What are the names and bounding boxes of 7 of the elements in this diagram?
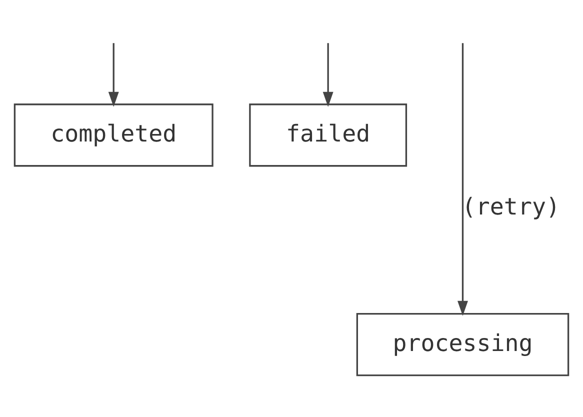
arrow (322, 43, 334, 107)
node-box: processing (356, 313, 570, 376)
arrow (108, 43, 119, 107)
node-box: completed (14, 104, 214, 167)
node-box: failed (249, 104, 408, 167)
edge-label: (retry) (462, 193, 560, 220)
arrow (458, 43, 468, 316)
